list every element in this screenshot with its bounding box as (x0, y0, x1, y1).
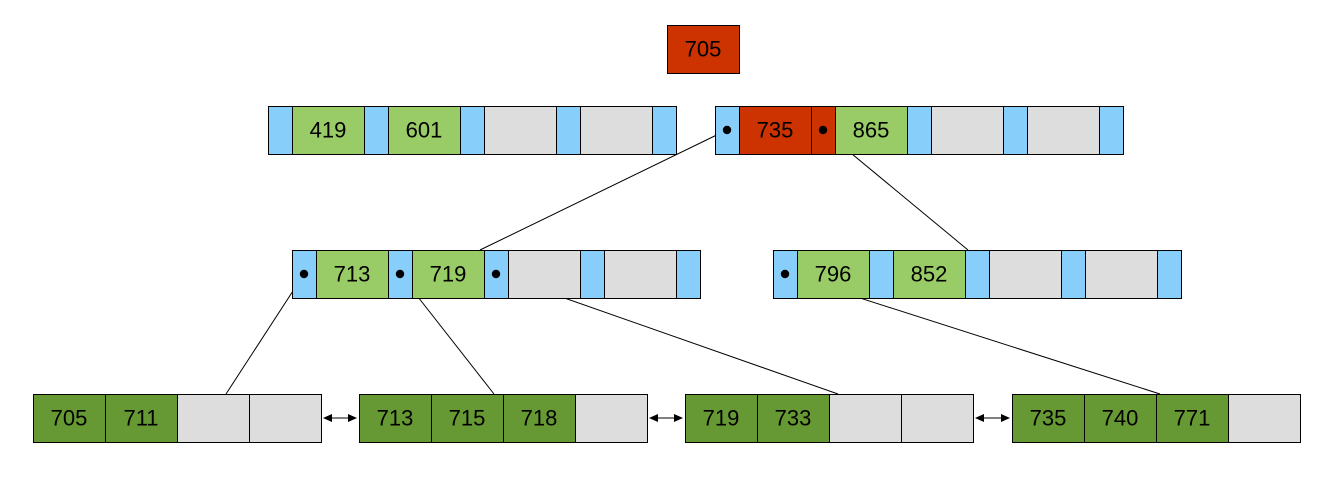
root-left-node-pointer-cell (364, 106, 389, 155)
pointer-dot (491, 269, 501, 279)
root-left-node-key-cell (580, 106, 653, 155)
root-left-node-pointer-cell (652, 106, 677, 155)
pointer-dot (299, 269, 309, 279)
pointer-dot (395, 269, 405, 279)
leaf-node-3-key-label: 733 (775, 406, 812, 431)
root-left-node-pointer-cell (460, 106, 485, 155)
internal-left-node-key-cell (412, 250, 485, 299)
internal-left-node-pointer-cell (676, 250, 701, 299)
leaf-node-3-key-cell (829, 394, 902, 443)
leaf-node-2-key-cell (431, 394, 504, 443)
internal-left-node-key-cell (316, 250, 389, 299)
leaf-node-3-key-label: 719 (703, 406, 740, 431)
leaf-node-4-key-cell (1012, 394, 1085, 443)
pointer-dot (780, 269, 790, 279)
root-left-node-key-label: 419 (310, 118, 347, 143)
root-right-node-key-cell (835, 106, 908, 155)
leaf-node-1-key-cell (33, 394, 106, 443)
leaf-node-4: 735 740 771 (1012, 394, 1301, 443)
leaf-node-1: 705 711 (33, 394, 322, 443)
leaf-node-1-key-cell (105, 394, 178, 443)
leaf-node-2-key-label: 713 (377, 406, 414, 431)
leaf-node-4-key-label: 735 (1030, 406, 1067, 431)
leaf-node-4-key-cell (1156, 394, 1229, 443)
root-right-node-key-cell (739, 106, 812, 155)
leaf-node-4-key-cell (1228, 394, 1301, 443)
internal-right-node-pointer-cell (1061, 250, 1086, 299)
leaf-node-4-key-cell (1084, 394, 1157, 443)
leaf-node-1-key-label: 711 (123, 406, 158, 431)
leaf-node-4-key-label: 771 (1174, 406, 1211, 431)
internal-right-node-key-cell (1085, 250, 1158, 299)
promoted-key-node: 705 (667, 25, 740, 74)
internal-left-node-key-label: 719 (430, 262, 467, 287)
root-left-node-pointer-cell (268, 106, 293, 155)
leaf-node-2-key-cell (575, 394, 648, 443)
internal-left-node-pointer-cell (580, 250, 605, 299)
internal-left-node-key-label: 713 (334, 262, 371, 287)
internal-left-node-key-cell (508, 250, 581, 299)
root-left-node-key-cell (292, 106, 365, 155)
leaf-node-2-key-cell (503, 394, 576, 443)
root-left-node-key-label: 601 (406, 118, 443, 143)
leaf-node-4-key-label: 740 (1102, 406, 1139, 431)
leaf-node-2: 713 715 718 (359, 394, 648, 443)
internal-right-node-key-cell (893, 250, 966, 299)
leaf-node-1-key-cell (249, 394, 322, 443)
root-right-node-pointer-cell (1003, 106, 1028, 155)
root-right-node-key-cell (931, 106, 1004, 155)
leaf-node-1-key-cell (177, 394, 250, 443)
root-left-node-key-cell (484, 106, 557, 155)
root-right-node: 735 865 (715, 106, 1124, 155)
internal-right-node: 796 852 (773, 250, 1182, 299)
root-right-node-pointer-cell (907, 106, 932, 155)
leaf-node-2-key-label: 715 (449, 406, 486, 431)
internal-right-node-pointer-cell (1157, 250, 1182, 299)
promoted-key-cell (667, 25, 740, 74)
leaf-node-3-key-cell (901, 394, 974, 443)
internal-right-node-key-label: 796 (815, 262, 852, 287)
internal-right-node-key-cell (989, 250, 1062, 299)
root-right-node-key-label: 865 (853, 118, 890, 143)
leaf-node-3: 719 733 (685, 394, 974, 443)
root-right-node-pointer-cell (1099, 106, 1124, 155)
internal-right-node-pointer-cell (965, 250, 990, 299)
pointer-dots-layer (299, 125, 828, 279)
root-left-node-key-cell (388, 106, 461, 155)
leaf-node-2-key-label: 718 (521, 406, 558, 431)
pointer-dot (722, 125, 732, 135)
promoted-key-label: 705 (685, 37, 722, 62)
root-left-node: 419 601 (268, 106, 677, 155)
root-right-node-key-cell (1027, 106, 1100, 155)
internal-left-node-key-cell (604, 250, 677, 299)
internal-right-node-key-label: 852 (911, 262, 948, 287)
link-root-to-internal-left (479, 129, 728, 251)
internal-right-node-key-cell (797, 250, 870, 299)
root-right-node-key-label: 735 (757, 118, 794, 143)
internal-right-node-pointer-cell (869, 250, 894, 299)
leaf-node-1-key-label: 705 (51, 406, 88, 431)
root-left-node-pointer-cell (556, 106, 581, 155)
pointer-dot (818, 125, 828, 135)
link-internal-left-to-leaf-1 (225, 273, 305, 395)
